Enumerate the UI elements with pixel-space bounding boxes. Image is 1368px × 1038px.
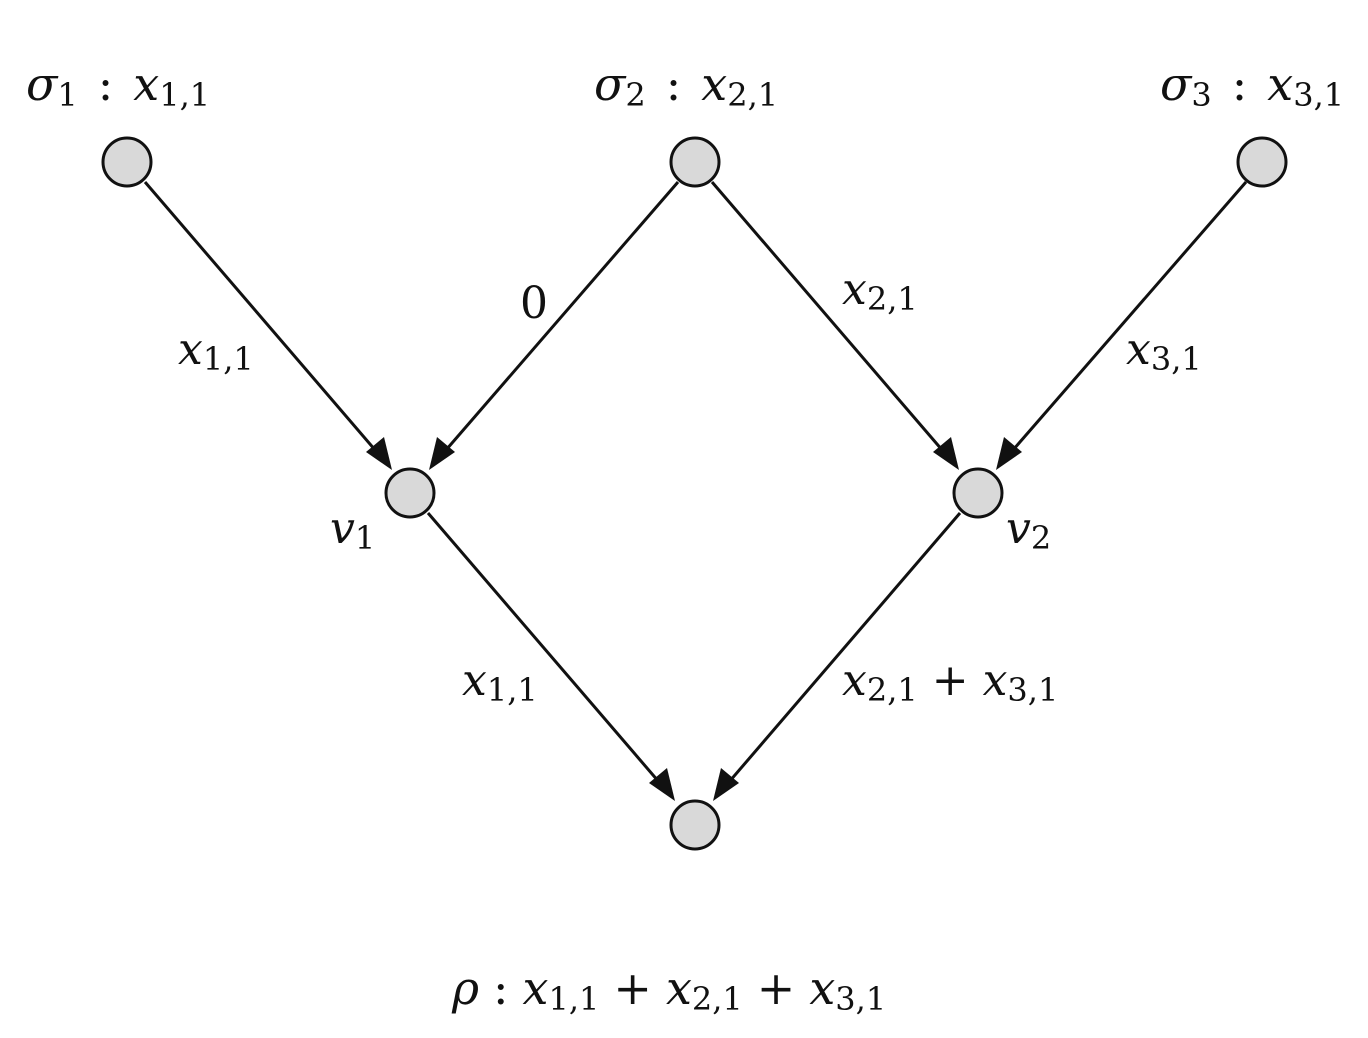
label-sigma1: σ1:x1,1 bbox=[26, 57, 210, 114]
edge-label-v1-sink: x1,1 bbox=[462, 655, 538, 709]
node-sink bbox=[669, 799, 721, 851]
edge-label-sigma2-v1: 0 bbox=[520, 278, 548, 329]
edge-sigma2-to-v2 bbox=[710, 181, 957, 466]
node-v1 bbox=[384, 467, 436, 519]
arrowhead-sigma3-v2 bbox=[996, 437, 1022, 470]
label-rho: ρ:x1,1+x2,1+x3,1 bbox=[451, 961, 886, 1018]
node-v2 bbox=[952, 467, 1004, 519]
edge-v1-to-sink bbox=[426, 512, 673, 797]
edge-v2-to-sink bbox=[715, 512, 962, 797]
arrowhead-v2-sink bbox=[713, 768, 739, 801]
arrowhead-v1-sink bbox=[649, 768, 675, 801]
arrowhead-sigma2-v2 bbox=[933, 437, 959, 470]
edge-sigma1-to-v1 bbox=[143, 181, 390, 466]
node-sigma3 bbox=[1236, 136, 1288, 188]
edge-label-v2-sink: x2,1+x3,1 bbox=[842, 655, 1058, 709]
label-v2: v2 bbox=[1006, 503, 1051, 557]
edge-sigma2-to-v1 bbox=[431, 181, 680, 466]
label-sigma2: σ2:x2,1 bbox=[594, 57, 778, 114]
node-sigma1 bbox=[101, 136, 153, 188]
arrowhead-sigma2-v1 bbox=[429, 437, 455, 470]
edge-label-sigma3-v2: x3,1 bbox=[1126, 324, 1202, 378]
edge-label-sigma1-v1: x1,1 bbox=[178, 324, 254, 378]
label-v1: v1 bbox=[330, 503, 375, 557]
arrowhead-sigma1-v1 bbox=[366, 437, 392, 470]
edge-sigma3-to-v2 bbox=[998, 181, 1248, 466]
edge-label-sigma2-v2: x2,1 bbox=[842, 264, 918, 318]
label-sigma3: σ3:x3,1 bbox=[1160, 57, 1344, 114]
node-sigma2 bbox=[669, 136, 721, 188]
